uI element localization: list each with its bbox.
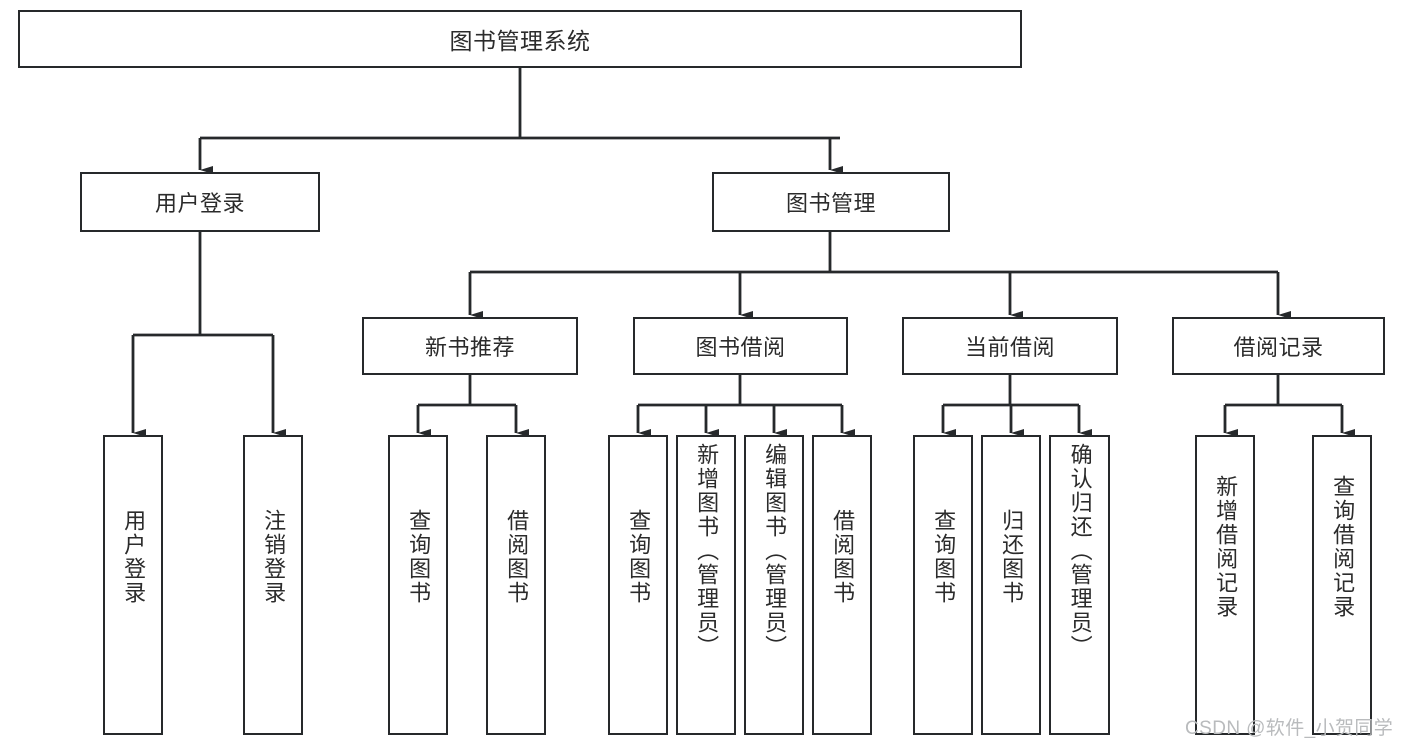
- leaf-logout[interactable]: 注销登录: [243, 435, 303, 735]
- node-book-borrow[interactable]: 图书借阅: [633, 317, 848, 375]
- node-book-borrow-label: 图书借阅: [695, 335, 786, 360]
- node-book-management[interactable]: 图书管理: [712, 172, 950, 232]
- leaf-query-book-1-label: 查询图书: [406, 509, 432, 605]
- node-borrow-record[interactable]: 借阅记录: [1172, 317, 1385, 375]
- leaf-query-book-1[interactable]: 查询图书: [388, 435, 448, 735]
- node-borrow-record-label: 借阅记录: [1233, 335, 1324, 360]
- leaf-edit-book-label: 编辑图书（管理员）: [762, 443, 788, 659]
- leaf-query-book-2[interactable]: 查询图书: [608, 435, 668, 735]
- node-root[interactable]: 图书管理系统: [18, 10, 1022, 68]
- leaf-add-book[interactable]: 新增图书（管理员）: [676, 435, 736, 735]
- leaf-logout-label: 注销登录: [261, 509, 287, 605]
- leaf-return-book-label: 归还图书: [999, 509, 1025, 605]
- node-user-login[interactable]: 用户登录: [80, 172, 320, 232]
- leaf-user-login-label: 用户登录: [121, 509, 147, 605]
- leaf-query-book-3-label: 查询图书: [931, 509, 957, 605]
- leaf-query-record[interactable]: 查询借阅记录: [1312, 435, 1372, 735]
- leaf-add-record-label: 新增借阅记录: [1213, 475, 1239, 619]
- leaf-query-book-2-label: 查询图书: [626, 509, 652, 605]
- node-root-label: 图书管理系统: [449, 28, 591, 54]
- leaf-borrow-book-1[interactable]: 借阅图书: [486, 435, 546, 735]
- node-user-login-label: 用户登录: [154, 191, 245, 216]
- node-new-book-recommend[interactable]: 新书推荐: [362, 317, 578, 375]
- leaf-borrow-book-2-label: 借阅图书: [830, 509, 856, 605]
- node-book-management-label: 图书管理: [785, 191, 876, 216]
- leaf-add-book-label: 新增图书（管理员）: [694, 443, 720, 659]
- leaf-user-login[interactable]: 用户登录: [103, 435, 163, 735]
- leaf-borrow-book-2[interactable]: 借阅图书: [812, 435, 872, 735]
- leaf-add-record[interactable]: 新增借阅记录: [1195, 435, 1255, 735]
- node-current-borrow-label: 当前借阅: [964, 335, 1055, 360]
- node-current-borrow[interactable]: 当前借阅: [902, 317, 1118, 375]
- leaf-confirm-return-label: 确认归还（管理员）: [1067, 443, 1093, 659]
- watermark: CSDN @软件_小贺同学: [1185, 718, 1394, 739]
- leaf-query-record-label: 查询借阅记录: [1330, 475, 1356, 619]
- node-new-book-recommend-label: 新书推荐: [424, 335, 515, 360]
- leaf-edit-book[interactable]: 编辑图书（管理员）: [744, 435, 804, 735]
- leaf-confirm-return[interactable]: 确认归还（管理员）: [1049, 435, 1110, 735]
- leaf-borrow-book-1-label: 借阅图书: [504, 509, 530, 605]
- leaf-return-book[interactable]: 归还图书: [981, 435, 1041, 735]
- leaf-query-book-3[interactable]: 查询图书: [913, 435, 973, 735]
